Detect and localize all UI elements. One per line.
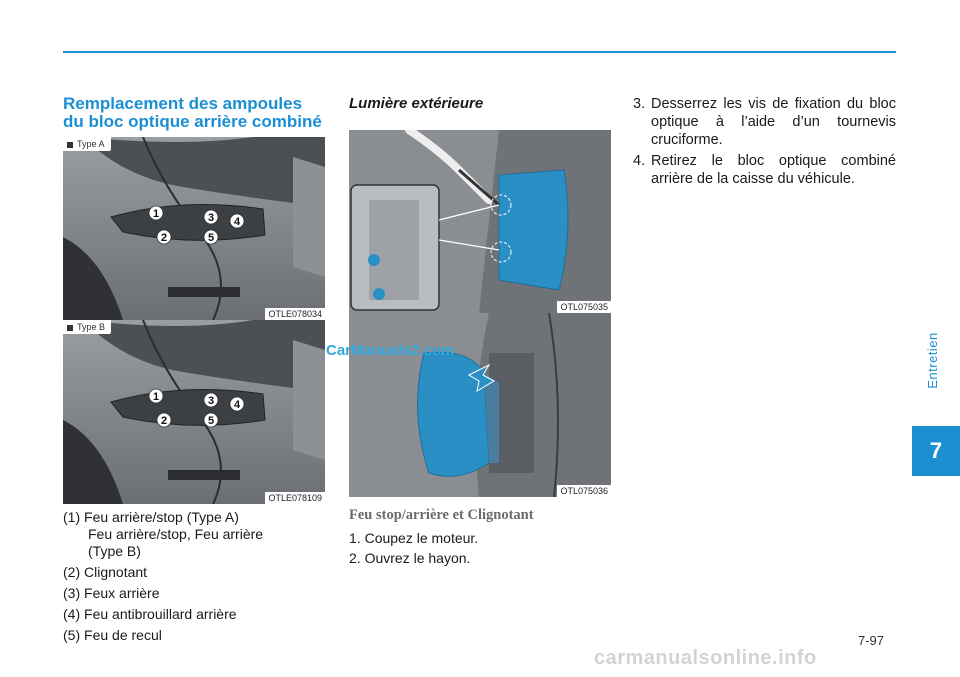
- callout-number: 4: [229, 396, 245, 412]
- exterior-light-title: Lumière extérieure: [349, 95, 484, 112]
- svg-text:5: 5: [208, 232, 214, 244]
- chapter-tab[interactable]: 7: [912, 426, 960, 476]
- svg-text:3: 3: [208, 212, 214, 224]
- bullet-square-icon: [67, 324, 73, 331]
- figure-type-badge: Type B: [63, 320, 112, 334]
- section-title-line1: Remplacement des ampoules: [63, 94, 303, 113]
- svg-text:1: 1: [153, 208, 159, 220]
- header-rule: [63, 51, 896, 53]
- callout-number: 2: [156, 229, 172, 245]
- svg-text:5: 5: [208, 415, 214, 427]
- legend-item: (3) Feux arrière: [63, 585, 160, 601]
- screw-removal-illustration: [349, 130, 611, 313]
- legend-item: (2) Clignotant: [63, 564, 148, 580]
- figure-code: OTLE078109: [265, 492, 325, 504]
- watermark-carmanualsonline: carmanualsonline.info: [594, 647, 817, 669]
- bullet-square-icon: [67, 141, 73, 148]
- lamp-legend: (1) Feu arrière/stop (Type A) Feu arrièr…: [63, 509, 333, 648]
- callout-number: 3: [203, 209, 219, 225]
- section-title: Remplacement des ampoules du bloc optiqu…: [63, 95, 333, 131]
- svg-text:2: 2: [161, 232, 167, 244]
- rear-lamp-illustration-b: 1 3 4 2 5: [63, 320, 325, 504]
- legend-item: (1) Feu arrière/stop (Type A) Feu arrièr…: [63, 509, 264, 559]
- callout-number: 5: [203, 229, 219, 245]
- svg-text:1: 1: [153, 391, 159, 403]
- figure-type-a: 1 3 4 2 5 Type A OTLE078034: [63, 137, 325, 320]
- svg-text:2: 2: [161, 415, 167, 427]
- figure-screw-removal: OTL075035: [349, 130, 611, 313]
- callout-number: 5: [203, 412, 219, 428]
- figure-type-badge: Type A: [63, 137, 111, 151]
- rear-lamp-illustration-a: 1 3 4 2 5: [63, 137, 325, 320]
- lamp-removal-illustration: [349, 313, 611, 497]
- step-item: 1. Coupez le moteur.: [349, 530, 479, 546]
- chapter-side-label: Entretien: [924, 331, 940, 389]
- steps-list-a: 1. Coupez le moteur. 2. Ouvrez le hayon.: [349, 528, 611, 568]
- callout-number: 1: [148, 388, 164, 404]
- callout-number: 2: [156, 412, 172, 428]
- steps-list-b: 3.Desserrez les vis de fixation du bloc …: [633, 95, 896, 191]
- subheading-stop-tail-turn: Feu stop/arrière et Clignotant: [349, 507, 534, 523]
- watermark-carmanuals2: CarManuals2.com: [326, 342, 455, 359]
- figure-type-b: 1 3 4 2 5 Type B OTLE078109: [63, 320, 325, 504]
- svg-text:4: 4: [234, 399, 241, 411]
- step-item: 4.Retirez le bloc optique combiné arrièr…: [633, 153, 896, 187]
- svg-text:3: 3: [208, 395, 214, 407]
- figure-code: OTL075036: [557, 485, 611, 497]
- step-item: 3.Desserrez les vis de fixation du bloc …: [633, 96, 896, 148]
- legend-item: (4) Feu antibrouillard arrière: [63, 606, 237, 622]
- svg-text:4: 4: [234, 216, 241, 228]
- section-title-line2: du bloc optique arrière combiné: [63, 112, 322, 131]
- figure-code: OTLE078034: [265, 308, 325, 320]
- figure-lamp-removal: OTL075036: [349, 313, 611, 497]
- figure-code: OTL075035: [557, 301, 611, 313]
- legend-item: (5) Feu de recul: [63, 627, 162, 643]
- callout-number: 1: [148, 205, 164, 221]
- callout-number: 4: [229, 213, 245, 229]
- page-number: 7-97: [858, 633, 885, 648]
- step-item: 2. Ouvrez le hayon.: [349, 550, 471, 566]
- callout-number: 3: [203, 392, 219, 408]
